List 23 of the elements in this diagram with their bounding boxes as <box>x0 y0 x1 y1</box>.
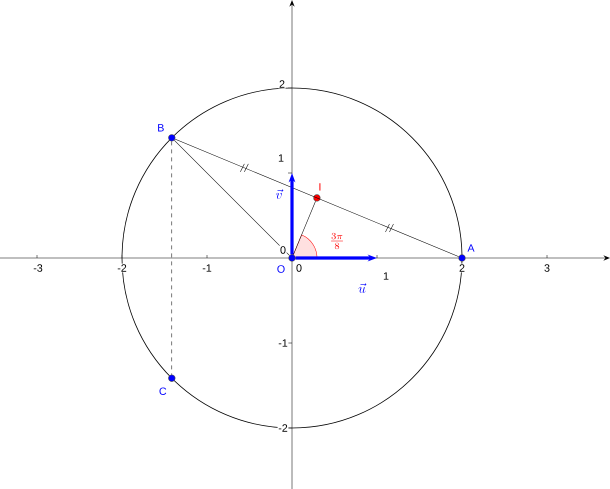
tick-label: 1 <box>278 154 284 162</box>
tick-label: 2 <box>280 80 284 88</box>
vector-label: $\vec{u}$ <box>358 283 366 293</box>
tick-label: 0 <box>280 246 286 254</box>
segment <box>174 140 290 256</box>
vector-label: $\vec{v}$ <box>276 189 284 199</box>
segment <box>293 200 316 255</box>
angle-label: $\frac{3\pi}{8}$ <box>331 232 343 250</box>
point-label: C <box>159 387 166 395</box>
tick-label: 2 <box>460 264 464 272</box>
tick-label: -3 <box>34 264 42 272</box>
tick-label: 3 <box>544 264 550 272</box>
segment <box>174 138 459 257</box>
point-label: A <box>467 244 475 252</box>
tick-label: 0 <box>296 264 302 272</box>
tick-label: -1 <box>278 339 288 347</box>
point-label: B <box>158 124 164 132</box>
tick-label: -2 <box>278 424 288 432</box>
point-label: I <box>319 183 320 191</box>
point-label: O <box>277 265 285 273</box>
tick-label: 1 <box>384 272 388 280</box>
tick-label: -2 <box>118 264 126 272</box>
tick-label: -1 <box>202 264 212 272</box>
